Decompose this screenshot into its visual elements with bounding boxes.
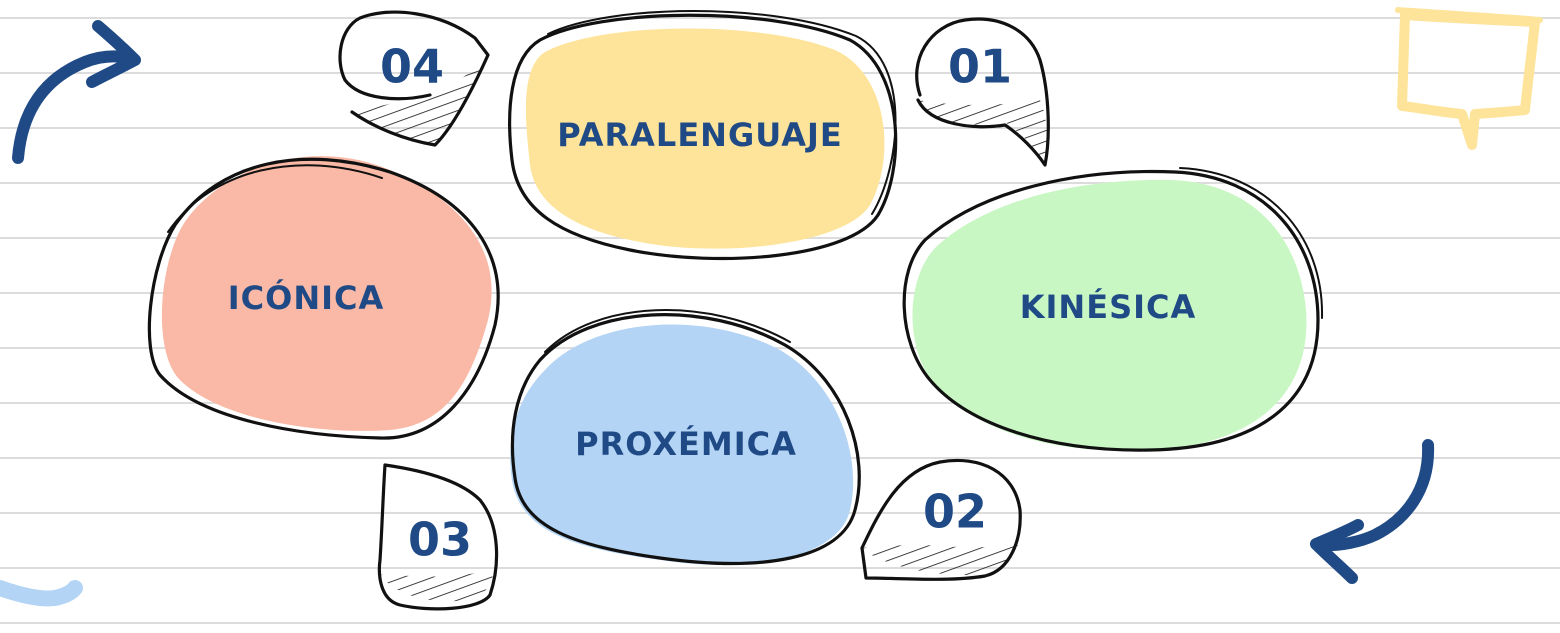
tag-02-hatch: [862, 545, 1018, 575]
blob-paralenguaje-fill: [525, 28, 885, 249]
blob-kinesica-outline: [902, 169, 1320, 452]
blob-paralenguaje-outline: [508, 13, 898, 261]
blob-iconica-fill: [161, 156, 492, 431]
tag-01-outline: [915, 17, 1050, 167]
tag-01-label: 01: [948, 40, 1012, 94]
blob-iconica-outline-2: [167, 164, 383, 233]
tag-03-outline: [377, 463, 499, 611]
speech-bubble-icon: [1395, 7, 1543, 150]
blob-proxemica: PROXÉMICA: [510, 309, 861, 566]
curved-arrow-icon: [1310, 439, 1435, 584]
blob-kinesica: KINÉSICA: [902, 167, 1324, 452]
tag-03-label: 03: [408, 513, 472, 567]
blob-iconica-outline: [147, 157, 500, 440]
blob-kinesica-outline-2: [1179, 167, 1324, 319]
blob-proxemica-label: PROXÉMICA: [575, 425, 797, 463]
tag-02-outline: [860, 458, 1022, 581]
tag-04-outline: [338, 10, 490, 147]
blob-proxemica-outline: [510, 313, 861, 566]
brush-stroke-icon: [0, 580, 83, 607]
blob-kinesica-fill: [912, 179, 1307, 451]
blob-kinesica-label: KINÉSICA: [1020, 288, 1197, 326]
number-tag-04: 04: [338, 10, 490, 147]
blob-proxemica-fill: [510, 324, 854, 565]
arrow-top-left-head: [86, 20, 141, 88]
arrow-top-left-shaft: [12, 50, 136, 164]
speech-bubble-outline: [1397, 10, 1540, 150]
blob-paralenguaje: PARALENGUAJE: [508, 10, 898, 261]
number-tag-03: 03: [377, 463, 499, 611]
blob-paralenguaje-outline-2: [547, 10, 897, 215]
blob-iconica-label: ICÓNICA: [228, 278, 385, 317]
blob-paralenguaje-label: PARALENGUAJE: [557, 116, 843, 154]
arrow-bottom-right-head: [1310, 519, 1364, 584]
tag-04-label: 04: [380, 40, 444, 94]
tag-02-label: 02: [923, 485, 987, 539]
blob-proxemica-outline-2: [544, 309, 791, 353]
number-tag-02: 02: [860, 458, 1022, 581]
tag-03-hatch: [380, 570, 493, 602]
blob-iconica: ICÓNICA: [147, 156, 500, 440]
curved-arrow-icon: [12, 20, 141, 164]
tag-04-hatch: [352, 60, 488, 145]
speech-bubble-outline-2: [1395, 7, 1543, 23]
number-tag-01: 01: [915, 17, 1050, 167]
tag-01-hatch: [918, 100, 1047, 165]
arrow-bottom-right-shaft: [1316, 439, 1435, 552]
